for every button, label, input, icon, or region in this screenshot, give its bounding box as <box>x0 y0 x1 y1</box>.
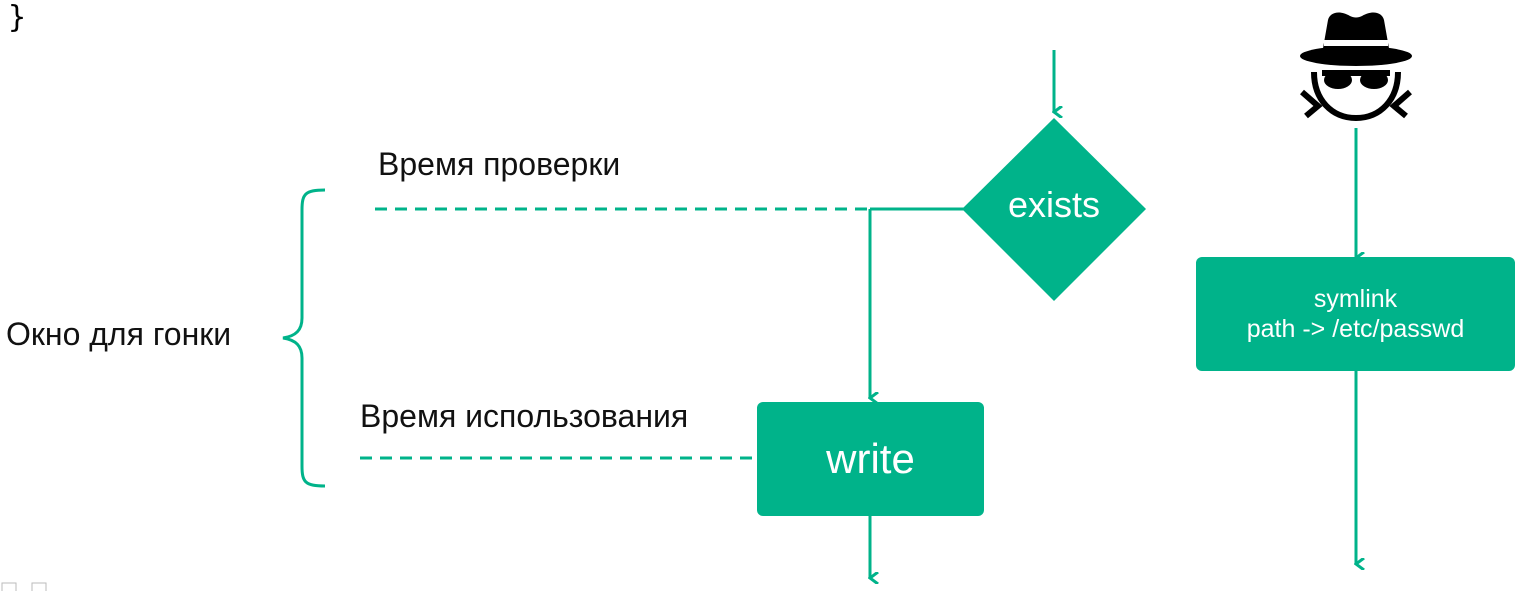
symlink-node: symlink path -> /etc/passwd <box>1196 257 1515 371</box>
write-node: write <box>757 402 984 516</box>
use-time-label: Время использования <box>360 398 689 434</box>
exists-node-label: exists <box>1007 184 1101 225</box>
race-window-brace <box>282 188 326 488</box>
symlink-node-title: symlink <box>1313 285 1398 313</box>
write-node-label: write <box>826 435 915 482</box>
exists-decision-diamond <box>962 118 1146 301</box>
corner-artifact-icon <box>1 582 17 591</box>
race-window-label: Окно для гонки <box>6 316 232 352</box>
symlink-node-detail: path -> /etc/passwd <box>1246 315 1465 343</box>
attacker-spy-icon <box>1300 12 1412 122</box>
code-closing-brace: } <box>8 0 27 35</box>
check-time-label: Время проверки <box>378 146 621 182</box>
corner-artifact-icon-2 <box>31 582 47 591</box>
